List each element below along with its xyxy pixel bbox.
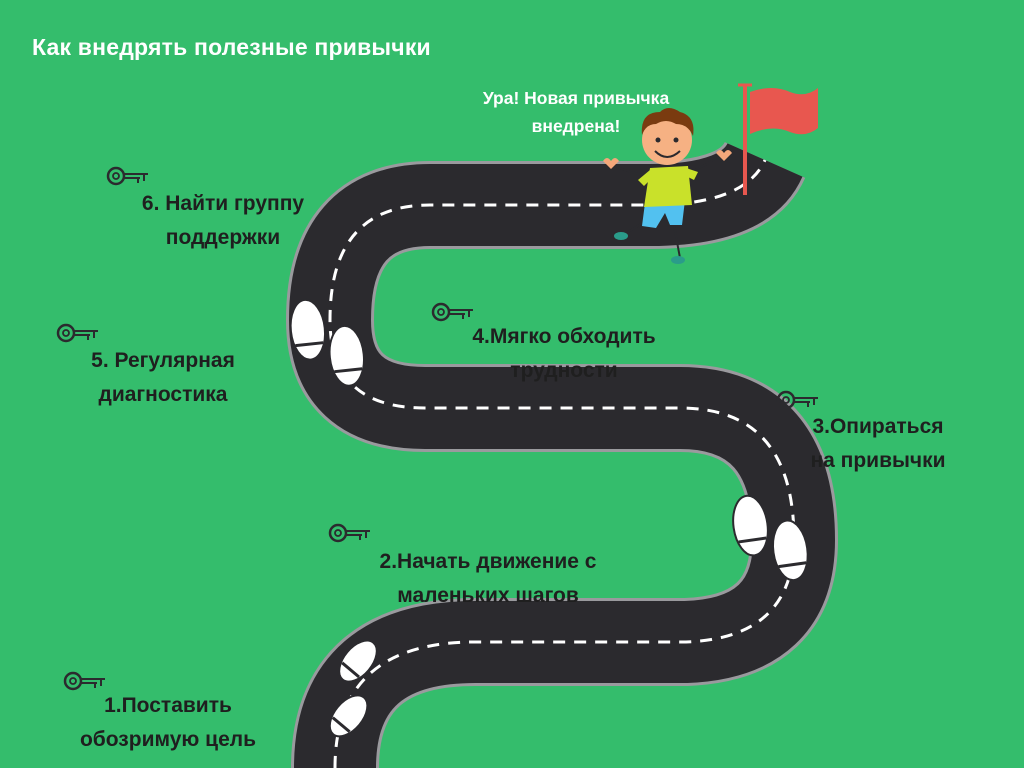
step-2-label: 2.Начать движение с маленьких шагов [348, 545, 628, 613]
key-icon [776, 390, 818, 410]
step-1-line-1: 1.Поставить [104, 694, 232, 717]
celebration-caption: Ура! Новая привычка внедрена! [445, 84, 707, 140]
step-2-line-1: 2.Начать движение с [379, 550, 597, 573]
key-icon [106, 166, 148, 186]
road-center-dashes [328, 159, 796, 768]
footprints-bottom [328, 639, 378, 738]
key-icon [63, 671, 105, 691]
key-icon [431, 302, 473, 322]
footprints-right [732, 494, 809, 582]
finish-flag [738, 83, 818, 195]
step-5-label: 5. Регулярная диагностика [68, 344, 258, 412]
winding-road [285, 139, 839, 768]
step-6-label: 6. Найти группу поддержки [114, 187, 332, 255]
step-2-line-2: маленьких шагов [397, 584, 579, 607]
step-3-line-1: 3.Опираться [812, 415, 944, 438]
page-title: Как внедрять полезные привычки [32, 34, 431, 60]
key-icon [328, 523, 370, 543]
footprints-left [289, 298, 365, 387]
step-4-line-2: трудности [510, 359, 618, 382]
celebration-line-2: внедрена! [531, 116, 621, 136]
step-3-label: 3.Опираться на привычки [794, 410, 962, 478]
step-4-line-1: 4.Мягко обходить [472, 325, 656, 348]
step-3-line-2: на привычки [810, 449, 946, 472]
happy-boy-figure [603, 108, 732, 264]
step-1-line-2: обозримую цель [79, 728, 257, 751]
step-5-line-2: диагностика [98, 383, 228, 406]
step-4-label: 4.Мягко обходить трудности [448, 320, 680, 388]
key-icon [56, 323, 98, 343]
step-6-line-2: поддержки [165, 226, 281, 249]
celebration-line-1: Ура! Новая привычка [482, 88, 670, 108]
step-1-label: 1.Поставить обозримую цель [58, 689, 278, 757]
step-5-line-1: 5. Регулярная [91, 349, 235, 372]
step-6-line-1: 6. Найти группу [141, 192, 305, 215]
